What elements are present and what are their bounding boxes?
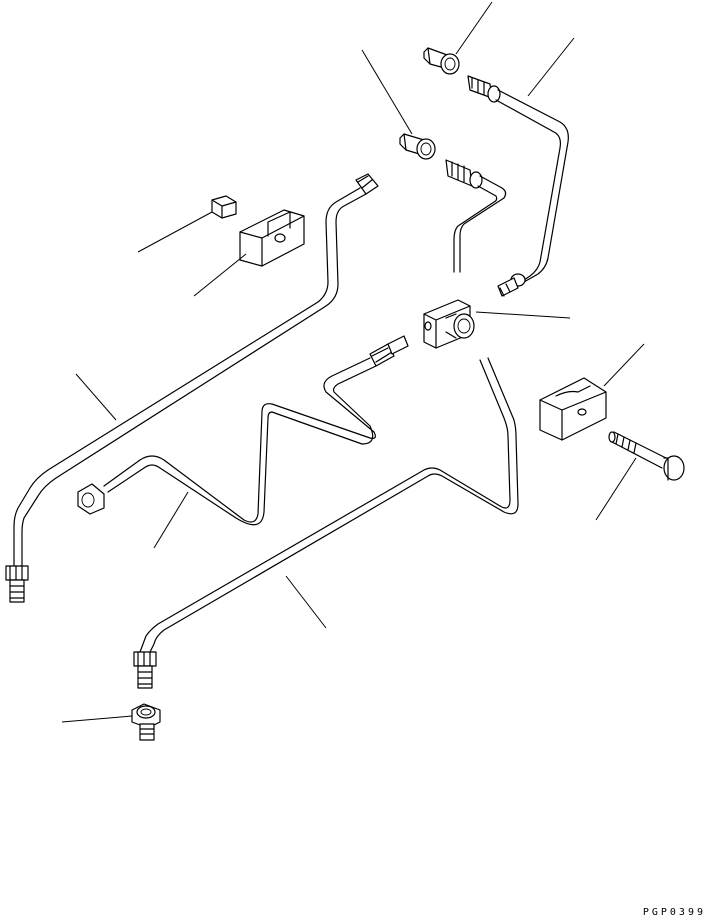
fitting-top-right-icon — [423, 47, 460, 75]
connector-upper-icon — [399, 133, 436, 160]
tube-long-left-icon — [5, 173, 379, 603]
leader-tube-lower-long — [285, 575, 327, 629]
tube-zigzag-icon — [77, 335, 409, 526]
clamp-left-icon — [239, 209, 305, 267]
leader-tube-upper-right — [527, 37, 575, 97]
leader-clamp-left — [193, 253, 247, 297]
fitting-bottom-left-icon — [131, 703, 161, 741]
leader-nut — [137, 211, 213, 253]
tube-lower-long-icon — [133, 357, 519, 689]
leader-fitting-top-right — [455, 1, 493, 55]
nut-icon — [211, 195, 237, 219]
bolt-icon — [608, 431, 685, 481]
tube-short-upper-icon — [445, 159, 507, 273]
block-fitting-icon — [423, 299, 475, 349]
leader-clamp-right — [603, 343, 645, 387]
leader-tube-zigzag — [153, 491, 189, 549]
leader-block-fitting — [475, 311, 571, 319]
tube-upper-right-icon — [467, 75, 569, 297]
leader-fitting-bottom-left — [61, 715, 133, 723]
clamp-right-icon — [539, 377, 607, 441]
leader-bolt — [595, 457, 637, 521]
leader-connector-upper — [361, 49, 413, 135]
leader-tube-long-left — [75, 373, 117, 421]
drawing-code: PGP0399 — [642, 907, 706, 918]
